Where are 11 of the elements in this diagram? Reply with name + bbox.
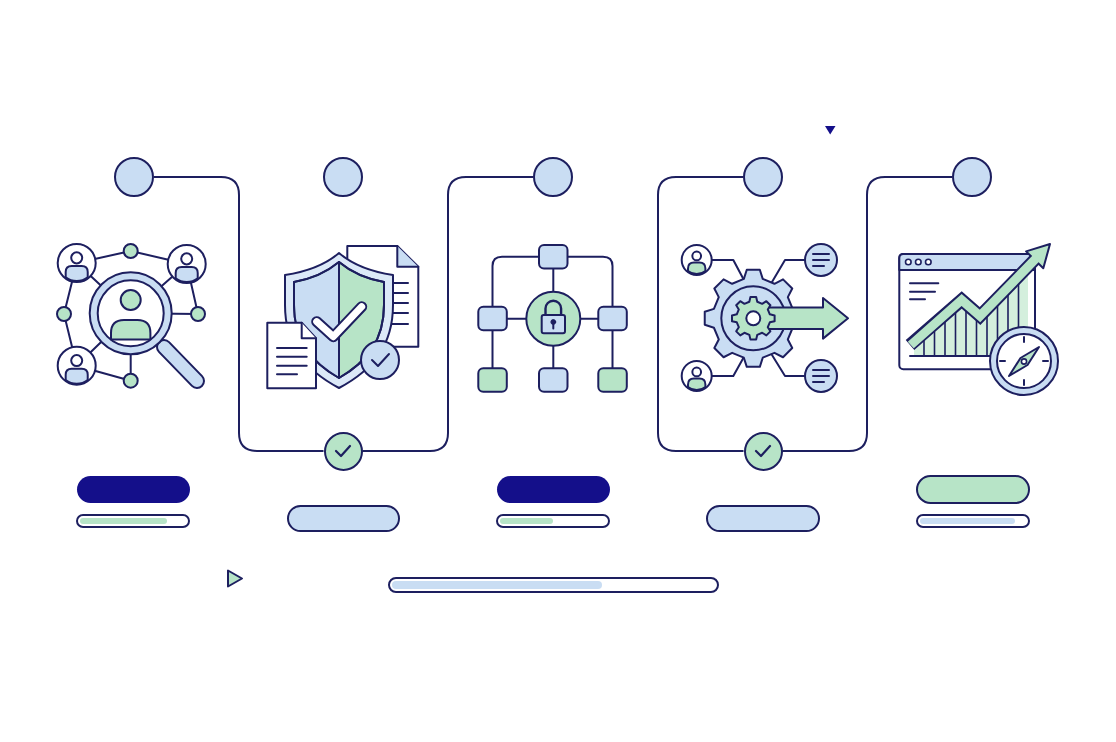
step-circle [952,157,992,197]
step-circle [533,157,573,197]
connector-line [153,176,325,452]
step-circle [114,157,154,197]
checkpoint-circle [323,431,363,471]
connector-line [657,176,745,452]
connector-line [361,176,534,452]
step-circle [743,157,783,197]
checkpoint-circle [743,431,783,471]
connector-line [781,176,953,452]
step-circle [323,157,363,197]
